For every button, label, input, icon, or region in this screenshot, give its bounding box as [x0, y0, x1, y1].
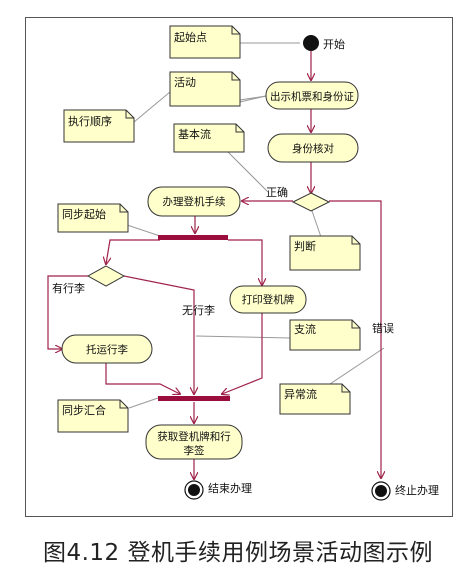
diagram-frame	[25, 17, 453, 517]
sync-bar-fork	[158, 235, 228, 240]
note-exception-flow: 异常流	[279, 383, 351, 415]
end-label-terminate: 终止办理	[395, 483, 439, 497]
guard-correct: 正确	[266, 186, 288, 199]
note-basic-flow: 基本流	[173, 123, 245, 153]
note-branch-flow: 支流	[289, 319, 361, 351]
activity-show-ticket: 出示机票和身份证	[265, 81, 359, 110]
guard-error: 错误	[372, 321, 394, 335]
svg-text:托运行李: 托运行李	[86, 343, 128, 356]
note-judge: 判断	[289, 235, 361, 271]
note-links	[126, 42, 385, 409]
svg-text:李签: 李签	[184, 444, 205, 457]
svg-text:身份核对: 身份核对	[292, 142, 334, 155]
svg-text:基本流: 基本流	[178, 127, 211, 141]
note-activity: 活动	[169, 71, 241, 107]
decision-luggage	[86, 265, 126, 287]
note-start-point: 起始点	[169, 25, 241, 59]
svg-text:起始点: 起始点	[174, 30, 207, 44]
svg-text:办理登机手续: 办理登机手续	[163, 195, 226, 208]
note-sync-join: 同步汇合	[57, 399, 129, 433]
end-node-finish	[184, 480, 204, 500]
sync-bar-join	[158, 396, 230, 401]
svg-text:异常流: 异常流	[284, 387, 317, 401]
guard-has-luggage: 有行李	[52, 281, 85, 295]
note-sync-start: 同步起始	[57, 203, 129, 233]
activity-checkin: 办理登机手续	[147, 186, 241, 217]
activity-get-pass: 获取登机牌和行 李签	[145, 424, 243, 460]
svg-text:同步汇合: 同步汇合	[62, 403, 106, 417]
guard-no-luggage: 无行李	[182, 303, 215, 317]
start-label: 开始	[323, 37, 345, 51]
svg-text:打印登机牌: 打印登机牌	[242, 293, 295, 306]
end-label-finish: 结束办理	[208, 482, 252, 495]
start-node	[303, 35, 319, 51]
activity-verify-id: 身份核对	[267, 133, 359, 163]
svg-text:判断: 判断	[294, 239, 316, 253]
svg-text:执行顺序: 执行顺序	[68, 114, 112, 128]
note-exec-order: 执行顺序	[63, 109, 135, 143]
svg-text:获取登机牌和行: 获取登机牌和行	[157, 430, 231, 443]
activity-print-pass: 打印登机牌	[229, 285, 307, 314]
flow-lines	[47, 51, 381, 479]
svg-text:支流: 支流	[294, 322, 316, 336]
decision-verify	[291, 192, 331, 212]
end-node-terminate	[371, 481, 391, 501]
activity-checkin-luggage: 托运行李	[61, 334, 153, 364]
figure-caption: 图4.12 登机手续用例场景活动图示例	[42, 540, 434, 566]
svg-text:同步起始: 同步起始	[62, 207, 106, 221]
svg-text:出示机票和身份证: 出示机票和身份证	[270, 90, 354, 103]
svg-text:活动: 活动	[174, 76, 196, 89]
